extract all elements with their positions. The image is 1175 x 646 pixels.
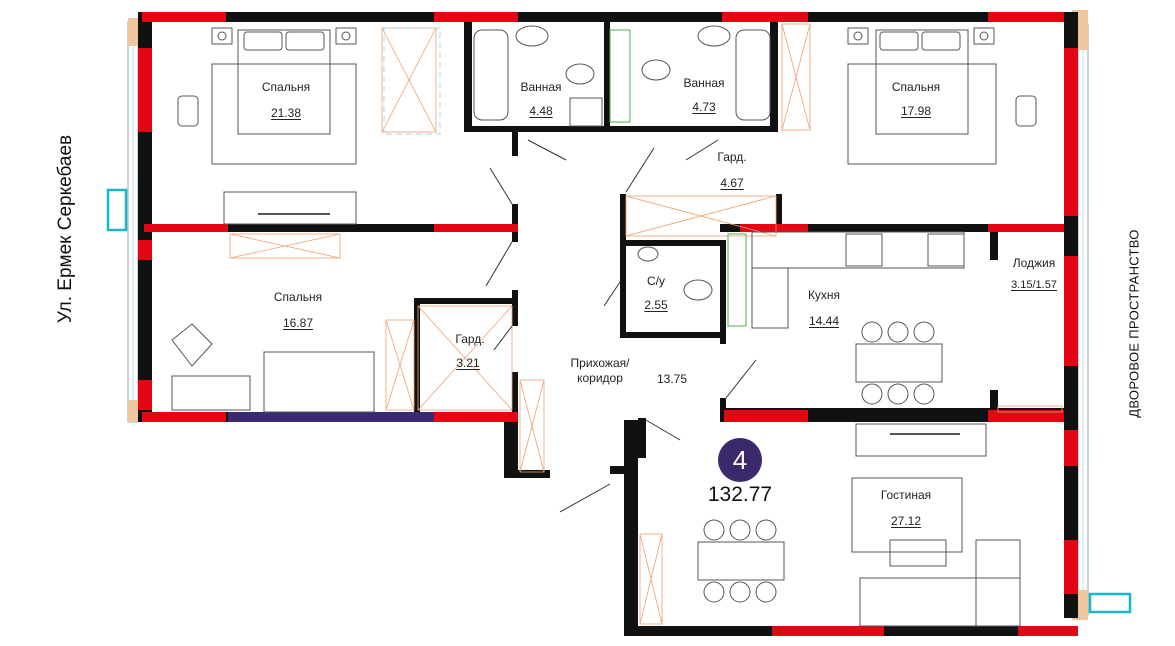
wall-segment-purple [228, 412, 434, 422]
room-area: 13.75 [656, 372, 688, 386]
door-lines [485, 139, 757, 513]
room-name: Лоджия [1012, 256, 1056, 270]
room-name: Гостиная [880, 488, 932, 502]
room-name: Спальня [891, 80, 941, 94]
room-name: Гард. [455, 332, 485, 346]
room-count-badge: 4 [718, 438, 762, 482]
room-area: 3.21 [456, 356, 480, 370]
room-name: Спальня [261, 80, 311, 94]
room-name: Прихожая/ коридор [570, 356, 630, 385]
room-area: 4.48 [529, 104, 553, 118]
room-name: Ванная [520, 80, 562, 94]
room-area: 14.44 [808, 314, 840, 328]
right-ac-unit [1088, 592, 1132, 614]
room-name: Спальня [273, 290, 323, 304]
storage-hatch [229, 23, 1063, 625]
room-area: 3.15/1.57 [1011, 279, 1057, 291]
room-area: 21.38 [270, 106, 302, 120]
room-area: 16.87 [282, 316, 314, 330]
room-name: Гард. [717, 150, 747, 164]
room-area: 4.73 [692, 100, 716, 114]
room-name: С/у [647, 274, 665, 288]
street-label: Ул. Ермек Серкебаев [55, 134, 77, 324]
room-name: Ванная [683, 76, 725, 90]
room-area: 4.67 [720, 176, 744, 190]
room-area: 27.12 [890, 514, 922, 528]
courtyard-label: ДВОРОВОЕ ПРОСТРАНСТВО [1126, 229, 1142, 418]
total-area: 132.77 [707, 483, 773, 506]
windows [138, 12, 1078, 636]
shower-glass [383, 27, 441, 135]
room-area: 17.98 [900, 104, 932, 118]
room-area: 2.55 [644, 298, 668, 312]
left-ac-unit [106, 188, 128, 232]
room-name: Кухня [807, 288, 841, 302]
furniture [171, 25, 1037, 627]
